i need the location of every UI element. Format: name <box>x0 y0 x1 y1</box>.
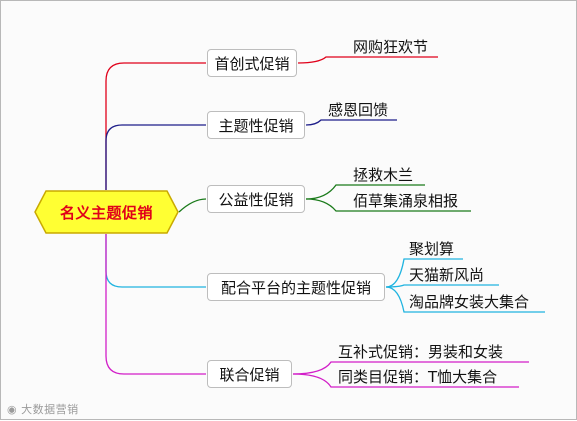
root-topic[interactable]: 名义主题促销 <box>34 190 179 234</box>
leaf-topic-2-1[interactable]: 感恩回馈 <box>328 101 389 119</box>
root-label: 名义主题促销 <box>59 203 153 222</box>
connector-branch-4-leaf-2 <box>385 284 499 288</box>
connector-branch-3-leaf-2 <box>305 198 471 212</box>
branch-topic-1[interactable]: 首创式促销 <box>207 49 297 77</box>
connector-branch-2-leaf-1 <box>305 119 397 126</box>
connector-branch-5-leaf-2 <box>292 373 519 388</box>
root-shape <box>34 190 179 234</box>
leaf-topic-5-2[interactable]: 同类目促销：T恤大集合 <box>338 368 498 386</box>
leaf-topic-3-1[interactable]: 拯救木兰 <box>353 166 414 184</box>
branch-topic-3[interactable]: 公益性促销 <box>207 185 305 213</box>
leaf-topic-3-2[interactable]: 佰草集涌泉相报 <box>353 192 459 210</box>
watermark: ◉ 大数据营销 <box>7 401 79 417</box>
connector-root-branch-2 <box>105 124 206 190</box>
leaf-topic-4-3[interactable]: 淘品牌女装大集合 <box>409 293 530 311</box>
branch-topic-5[interactable]: 联合促销 <box>207 360 292 388</box>
leaf-topic-1-1[interactable]: 网购狂欢节 <box>353 38 429 56</box>
connector-root-branch-3 <box>178 198 207 213</box>
watermark-text: 大数据营销 <box>21 403 79 416</box>
connector-root-branch-4 <box>105 234 206 288</box>
leaf-topic-4-1[interactable]: 聚划算 <box>409 240 455 258</box>
leaf-topic-4-2[interactable]: 天猫新风尚 <box>409 266 485 284</box>
connector-branch-4-leaf-3 <box>385 286 545 313</box>
connector-root-branch-5 <box>105 234 206 375</box>
connector-branch-1-leaf-1 <box>297 56 438 64</box>
branch-topic-2[interactable]: 主题性促销 <box>207 111 305 139</box>
connector-root-branch-1 <box>105 62 206 190</box>
watermark-logo-icon: ◉ <box>7 403 22 416</box>
leaf-topic-5-1[interactable]: 互补式促销：男装和女装 <box>338 343 504 361</box>
branch-topic-4[interactable]: 配合平台的主题性促销 <box>207 273 385 301</box>
